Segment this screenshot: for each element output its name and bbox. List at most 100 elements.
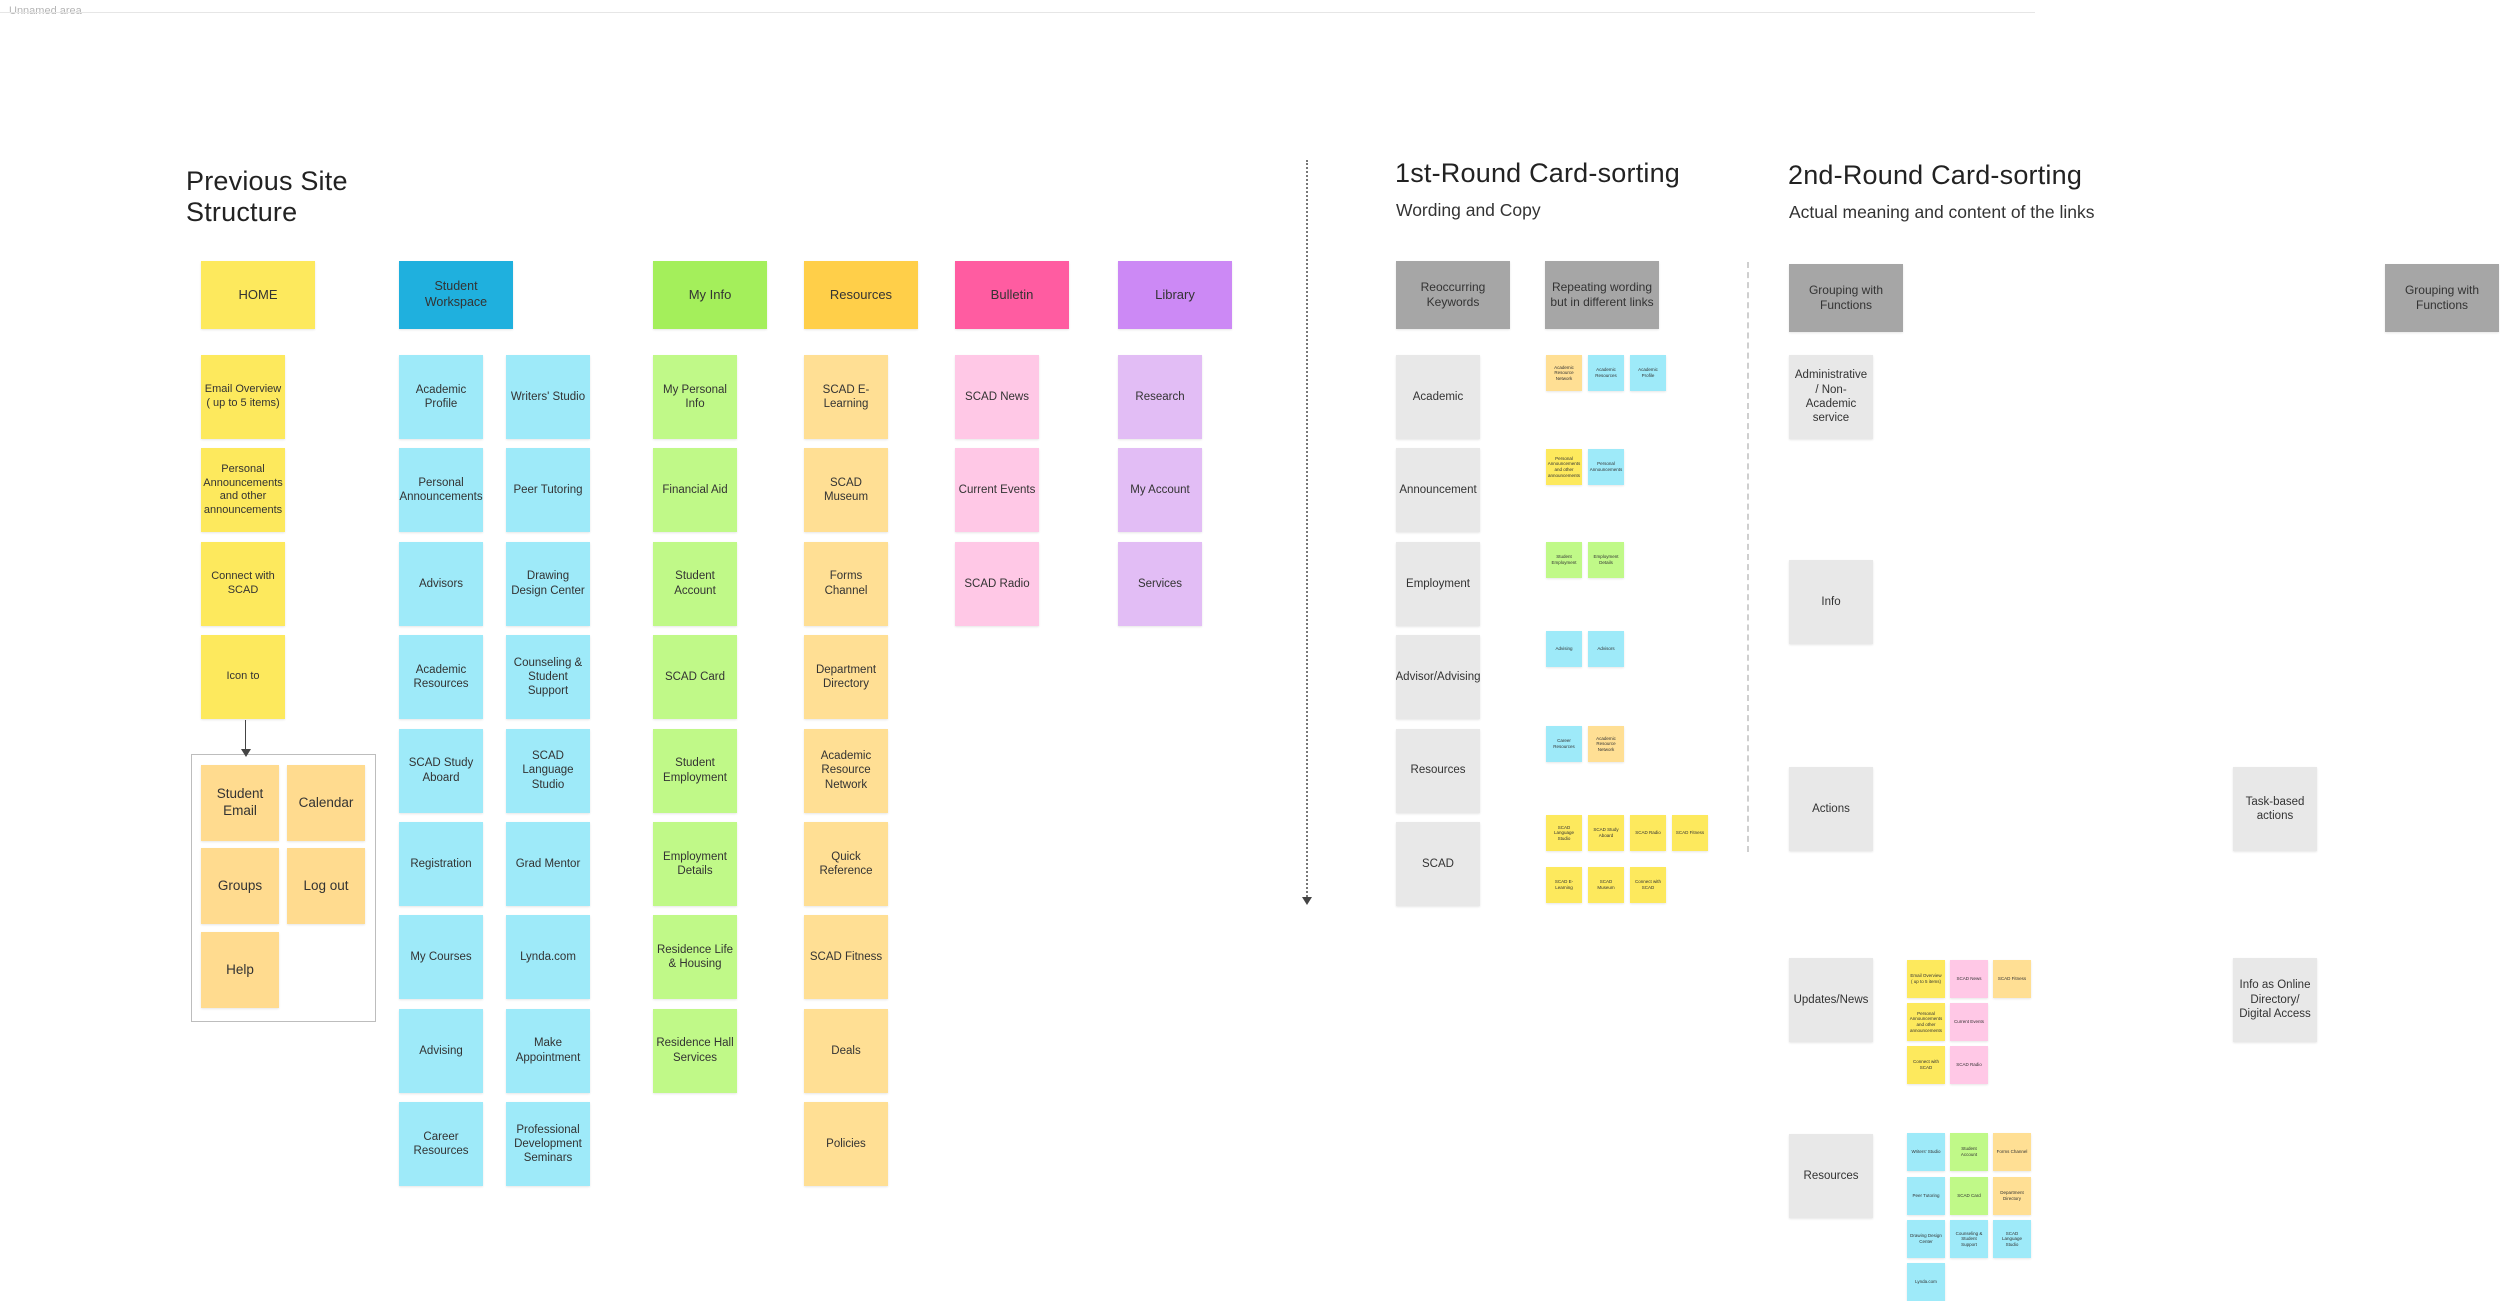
keyword-example-card[interactable]: Academic Profile	[1630, 355, 1666, 391]
updates-card[interactable]: SCAD Fitness	[1993, 960, 2031, 998]
workspace-card[interactable]: Writers' Studio	[506, 355, 590, 439]
home-card[interactable]: Personal Announcements and other announc…	[201, 448, 285, 533]
function-category-card[interactable]: Info as Online Directory/ Digital Access	[2233, 958, 2317, 1042]
resources-function-card[interactable]: Peer Tutoring	[1907, 1177, 1945, 1215]
resources-function-card[interactable]: Department Directory	[1993, 1177, 2031, 1215]
workspace-card[interactable]: Career Resources	[399, 1102, 483, 1187]
home-card[interactable]: Email Overview ( up to 5 items)	[201, 355, 285, 439]
workspace-card[interactable]: Personal Announcements	[399, 448, 483, 533]
keyword-example-card[interactable]: Personal Announcements	[1588, 449, 1624, 485]
home-card[interactable]: Icon to	[201, 635, 285, 720]
my-info-card[interactable]: Employment Details	[653, 822, 737, 906]
popup-card[interactable]: Student Email	[201, 765, 279, 841]
my-info-card[interactable]: Student Employment	[653, 728, 737, 813]
keyword-example-card[interactable]: Academic Resource Network	[1546, 355, 1582, 391]
resources-function-card[interactable]: Forms Channel	[1993, 1133, 2031, 1171]
column-header-my-info[interactable]: My Info	[653, 261, 767, 329]
resources-function-card[interactable]: SCAD Language Studio	[1993, 1220, 2031, 1258]
function-category-card[interactable]: Resources	[1789, 1134, 1873, 1218]
resources-card[interactable]: Policies	[804, 1102, 888, 1187]
workspace-card[interactable]: My Courses	[399, 915, 483, 1000]
resources-card[interactable]: Academic Resource Network	[804, 728, 888, 813]
resources-card[interactable]: Department Directory	[804, 635, 888, 720]
workspace-card[interactable]: Academic Profile	[399, 355, 483, 439]
function-category-card[interactable]: Actions	[1789, 767, 1873, 851]
keyword-example-card[interactable]: Connect with SCAD	[1630, 867, 1666, 903]
keyword-example-card[interactable]: Advisors	[1588, 631, 1624, 667]
updates-card[interactable]: Personal Announcements and other announc…	[1907, 1003, 1945, 1041]
library-card[interactable]: Services	[1118, 541, 1202, 626]
my-info-card[interactable]: My Personal Info	[653, 355, 737, 439]
my-info-card[interactable]: SCAD Card	[653, 635, 737, 720]
keyword-example-card[interactable]: Employment Details	[1588, 542, 1624, 578]
resources-card[interactable]: SCAD Museum	[804, 448, 888, 533]
my-info-card[interactable]: Financial Aid	[653, 448, 737, 533]
workspace-card[interactable]: Make Appointment	[506, 1008, 590, 1093]
workspace-card[interactable]: Lynda.com	[506, 915, 590, 1000]
round2-header-functions[interactable]: Grouping with Functions	[1789, 264, 1903, 332]
keyword-card[interactable]: Advisor/Advising	[1396, 635, 1480, 720]
keyword-card[interactable]: Academic	[1396, 355, 1480, 439]
resources-function-card[interactable]: Counseling & Student Support	[1950, 1220, 1988, 1258]
bulletin-card[interactable]: Current Events	[955, 448, 1039, 533]
popup-card[interactable]: Log out	[287, 848, 365, 924]
updates-card[interactable]: SCAD Radio	[1950, 1046, 1988, 1084]
workspace-card[interactable]: Advisors	[399, 541, 483, 626]
my-info-card[interactable]: Residence Life & Housing	[653, 915, 737, 1000]
keyword-card[interactable]: SCAD	[1396, 822, 1480, 906]
resources-function-card[interactable]: Lynda.com	[1907, 1263, 1945, 1301]
resources-card[interactable]: Deals	[804, 1008, 888, 1093]
resources-card[interactable]: SCAD E-Learning	[804, 355, 888, 439]
keyword-example-card[interactable]: Student Employment	[1546, 542, 1582, 578]
workspace-card[interactable]: Academic Resources	[399, 635, 483, 720]
keyword-example-card[interactable]: SCAD Museum	[1588, 867, 1624, 903]
updates-card[interactable]: Current Events	[1950, 1003, 1988, 1041]
bulletin-card[interactable]: SCAD News	[955, 355, 1039, 439]
popup-card[interactable]: Help	[201, 932, 279, 1008]
keyword-example-card[interactable]: SCAD Fitness	[1672, 815, 1708, 851]
resources-function-card[interactable]: Writers' Studio	[1907, 1133, 1945, 1171]
library-card[interactable]: My Account	[1118, 448, 1202, 533]
my-info-card[interactable]: Student Account	[653, 541, 737, 626]
keyword-card[interactable]: Resources	[1396, 728, 1480, 813]
round1-header-repeating[interactable]: Repeating wording but in different links	[1545, 261, 1659, 329]
keyword-example-card[interactable]: SCAD Study Aboard	[1588, 815, 1624, 851]
function-category-card[interactable]: Administrative / Non-Academic service	[1789, 355, 1873, 439]
round2-header-functions-right[interactable]: Grouping with Functions	[2385, 264, 2499, 332]
my-info-card[interactable]: Residence Hall Services	[653, 1008, 737, 1093]
workspace-card[interactable]: Drawing Design Center	[506, 541, 590, 626]
function-category-card[interactable]: Updates/News	[1789, 958, 1873, 1042]
keyword-example-card[interactable]: SCAD E-Learning	[1546, 867, 1582, 903]
round1-header-keywords[interactable]: Reoccurring Keywords	[1396, 261, 1510, 329]
column-header-resources[interactable]: Resources	[804, 261, 918, 329]
keyword-example-card[interactable]: Academic Resource Network	[1588, 726, 1624, 762]
resources-function-card[interactable]: SCAD Card	[1950, 1177, 1988, 1215]
bulletin-card[interactable]: SCAD Radio	[955, 541, 1039, 626]
keyword-card[interactable]: Announcement	[1396, 448, 1480, 533]
home-card[interactable]: Connect with SCAD	[201, 541, 285, 626]
updates-card[interactable]: Connect with SCAD	[1907, 1046, 1945, 1084]
resources-function-card[interactable]: Drawing Design Center	[1907, 1220, 1945, 1258]
workspace-card[interactable]: Professional Development Seminars	[506, 1102, 590, 1187]
workspace-card[interactable]: Registration	[399, 822, 483, 906]
workspace-card[interactable]: SCAD Language Studio	[506, 728, 590, 813]
updates-card[interactable]: SCAD News	[1950, 960, 1988, 998]
workspace-card[interactable]: Peer Tutoring	[506, 448, 590, 533]
workspace-card[interactable]: Counseling & Student Support	[506, 635, 590, 720]
keyword-example-card[interactable]: SCAD Radio	[1630, 815, 1666, 851]
keyword-card[interactable]: Employment	[1396, 541, 1480, 626]
workspace-card[interactable]: Advising	[399, 1008, 483, 1093]
keyword-example-card[interactable]: Personal Announcements and other announc…	[1546, 449, 1582, 485]
resources-function-card[interactable]: Student Account	[1950, 1133, 1988, 1171]
column-header-home[interactable]: HOME	[201, 261, 315, 329]
updates-card[interactable]: Email Overview ( up to 5 items)	[1907, 960, 1945, 998]
keyword-example-card[interactable]: SCAD Language Studio	[1546, 815, 1582, 851]
popup-card[interactable]: Groups	[201, 848, 279, 924]
workspace-card[interactable]: SCAD Study Aboard	[399, 728, 483, 813]
resources-card[interactable]: Forms Channel	[804, 541, 888, 626]
resources-card[interactable]: SCAD Fitness	[804, 915, 888, 1000]
column-header-bulletin[interactable]: Bulletin	[955, 261, 1069, 329]
popup-card[interactable]: Calendar	[287, 765, 365, 841]
column-header-library[interactable]: Library	[1118, 261, 1232, 329]
keyword-example-card[interactable]: Advising	[1546, 631, 1582, 667]
